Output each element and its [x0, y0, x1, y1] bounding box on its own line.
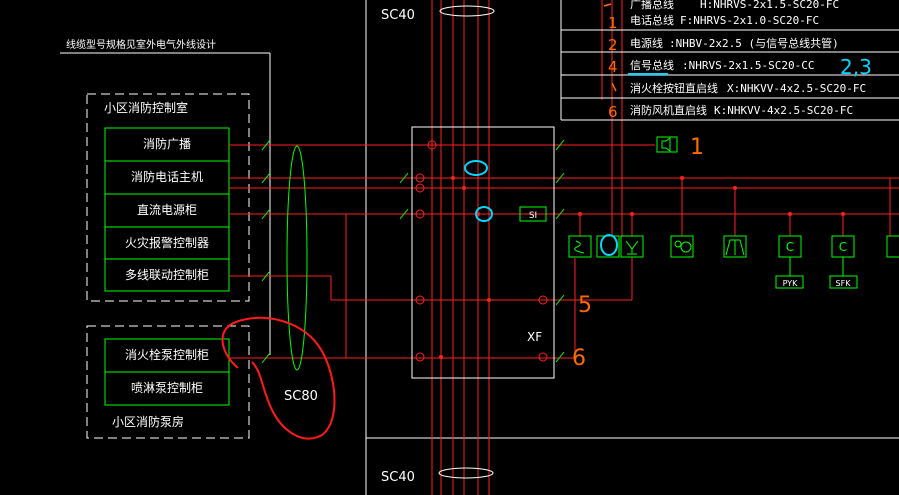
control-room-title: 小区消防控制室: [104, 100, 188, 115]
item-fire-alarm-controller: 火灾报警控制器: [125, 235, 209, 250]
item-linkage-cabinet: 多线联动控制柜: [125, 268, 209, 282]
cyan-circle-1: [464, 160, 488, 176]
legend-mark-4: 4: [608, 58, 618, 76]
junction-dots: [439, 176, 845, 359]
item-phone-host: 消防电话主机: [131, 169, 203, 184]
legend-row-2-spec: :NHBV-2x2.5 (与信号总线共管): [669, 36, 839, 50]
bell-shape: [725, 239, 745, 256]
item-dc-power: 直流电源柜: [137, 203, 197, 217]
module-edge-icon: [886, 235, 899, 258]
item-hydrant-pump: 消火栓泵控制柜: [125, 347, 209, 362]
sfk-box: [829, 275, 858, 289]
hydrant-circle: [680, 241, 692, 253]
hydrant-button-icon: [670, 235, 694, 258]
red-wiring: [229, 0, 899, 495]
annotation-1: 1: [690, 135, 704, 160]
legend-mark-1: 1: [608, 14, 618, 32]
cyan-markups: [464, 160, 618, 256]
legend-row-5-text: 消防风机直启线: [630, 103, 707, 117]
cyan-circle-3: [600, 234, 618, 256]
legend-note-cyan: 2,3: [840, 55, 872, 79]
legend-row-3-spec: :NHRVS-2x1.5-SC20-CC: [682, 59, 814, 72]
sc40-bottom-ellipse: [438, 467, 494, 479]
legend-rows: 广播总线 H:NHRVS-2x1.5-SC20-FC 电话总线 F:NHRVS-…: [630, 0, 866, 117]
cyan-circle-2: [475, 206, 493, 222]
y-symbol: [625, 240, 639, 255]
legend-row-1-spec: F:NHRVS-2x1.0-SC20-FC: [680, 14, 819, 27]
manual-call-point-icon: [620, 235, 644, 258]
red-hand-markup: [221, 316, 336, 440]
pump-room-title: 小区消防泵房: [112, 414, 184, 429]
legend-row-5-spec: K:NHKVV-4x2.5-SC20-FC: [714, 104, 853, 117]
legend-rules: [561, 29, 899, 121]
legend-mark-2: 2: [608, 36, 618, 54]
legend-row-3-text: 信号总线: [630, 58, 674, 72]
xf-label: XF: [527, 330, 542, 344]
item-broadcast: 消防广播: [143, 136, 191, 151]
legend-marks: 1 2 4 6: [608, 14, 618, 121]
si-label: SI: [529, 211, 537, 221]
sc40-bottom-label: SC40: [381, 470, 415, 485]
annotation-5: 5: [578, 293, 592, 318]
hydrant-dot: [674, 240, 682, 248]
speaker-icon: [656, 136, 678, 153]
orange-annotations: 1 5 6: [572, 135, 704, 371]
sc80-bundle-ellipse: [286, 145, 308, 371]
terminal-circles: [415, 140, 548, 362]
alarm-bell-icon: [723, 235, 747, 258]
module-c-glyph-1: C: [786, 240, 794, 254]
item-sprinkler-pump: 喷淋泵控制柜: [131, 381, 203, 395]
smoke-detector-icon: [568, 235, 592, 258]
si-box: [519, 206, 547, 222]
legend-row-2-text: 电源线: [630, 36, 663, 50]
legend-row-1-text: 电话总线: [630, 13, 674, 27]
sc40-top-label: SC40: [381, 8, 415, 23]
legend-row-4-text: 消火栓按钮直启线: [630, 81, 718, 95]
control-room-box: [86, 93, 250, 302]
sfk-label: SFK: [836, 279, 852, 288]
module-c-glyph-2: C: [839, 240, 847, 254]
control-room-items: 消防广播 消防电话主机 直流电源柜 火灾报警控制器 多线联动控制柜: [104, 127, 230, 292]
control-room-panel: [104, 127, 230, 292]
legend-row-0-spec: H:NHRVS-2x1.5-SC20-FC: [700, 0, 839, 11]
sc80-label: SC80: [284, 389, 318, 404]
orange-legend-ticks: [603, 3, 617, 92]
legend-row-0-text: 广播总线: [630, 0, 674, 11]
annotation-6: 6: [572, 346, 586, 371]
wire-ticks: [261, 139, 565, 364]
device-row: [568, 235, 899, 289]
diagram-title: 线缆型号规格见室外电气外线设计: [66, 38, 216, 51]
pyk-box: [775, 275, 804, 289]
xf-junction-box: [411, 126, 555, 379]
legend-row-4-spec: X:NHKVV-4x2.5-SC20-FC: [727, 82, 866, 95]
s-symbol: [574, 240, 585, 254]
pump-room-box: [86, 325, 250, 439]
sc40-top-ellipse: [439, 5, 495, 17]
legend-mark-6: 6: [608, 103, 618, 121]
speaker-cone: [661, 137, 671, 152]
pyk-label: PYK: [783, 279, 799, 288]
